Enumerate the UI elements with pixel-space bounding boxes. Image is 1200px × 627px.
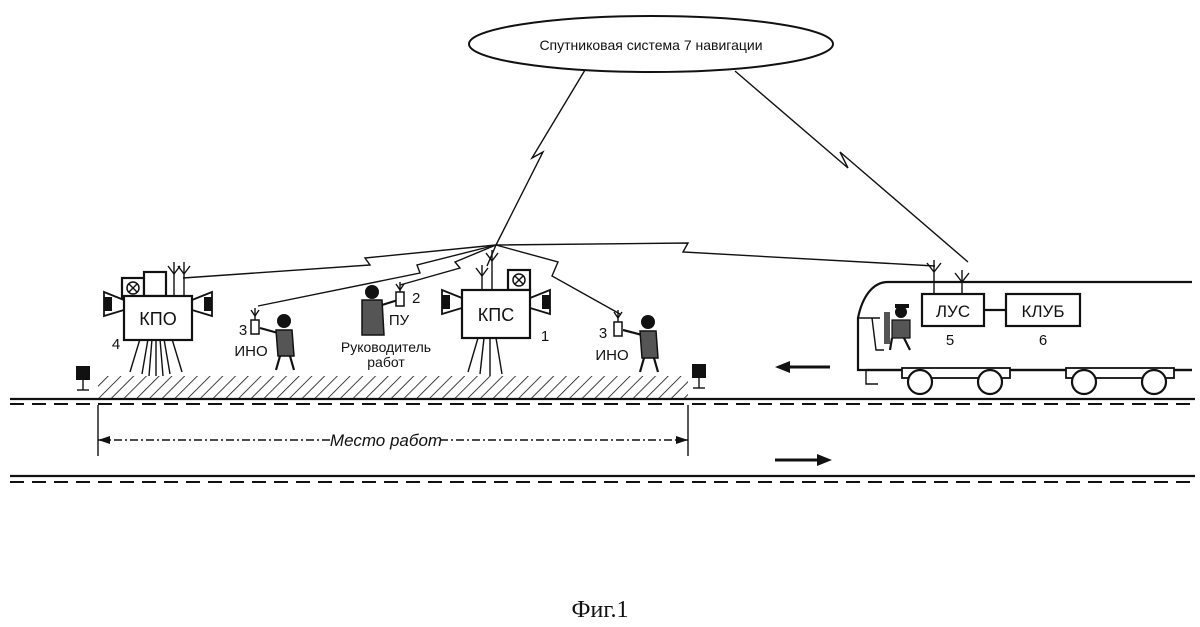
ino-left-number: 3	[239, 322, 247, 339]
kps-number: 1	[541, 328, 549, 345]
link-kps-ino-left	[257, 244, 497, 307]
satellite-label: Спутниковая система 7 навигации	[539, 37, 762, 53]
link-kps-kpo	[182, 244, 497, 279]
ino-worker-right: 3 ИНО	[595, 310, 660, 373]
satellite-system: Спутниковая система 7 навигации	[468, 15, 834, 73]
signal-marker-left	[76, 366, 90, 391]
link-satellite-kps	[495, 69, 586, 246]
work-zone-label: Место работ	[330, 431, 442, 450]
ino-left-label: ИНО	[234, 343, 267, 360]
radio-links	[182, 69, 969, 315]
manager-title-line1: Руководитель	[341, 339, 431, 355]
kpo-label: КПО	[139, 309, 176, 329]
signal-marker-right	[692, 364, 706, 389]
ino-worker-left: 3 ИНО	[234, 308, 296, 371]
direction-arrow-right	[775, 454, 832, 466]
link-kps-ino-right	[495, 244, 621, 315]
figure-caption: Фиг.1	[572, 597, 629, 623]
link-kps-locomotive	[495, 242, 936, 267]
klub-label: КЛУБ	[1021, 302, 1064, 321]
track-lower	[10, 474, 1195, 483]
direction-arrow-left	[775, 361, 830, 373]
kps-label: КПС	[478, 305, 514, 325]
track-upper	[10, 397, 1195, 405]
manager-title-line2: работ	[367, 354, 405, 370]
work-manager: 2 ПУ Руководитель работ	[341, 282, 431, 370]
klub-number: 6	[1039, 332, 1047, 349]
work-zone: Место работ	[97, 376, 689, 456]
locomotive: ЛУС КЛУБ 5 6	[856, 260, 1192, 396]
kpo-number: 4	[112, 336, 120, 353]
bogie-front	[901, 367, 1011, 396]
bogie-rear	[1065, 367, 1175, 396]
ino-right-label: ИНО	[595, 347, 628, 364]
link-kps-pu	[399, 244, 497, 286]
driver-figure	[884, 304, 911, 351]
pu-label: ПУ	[389, 312, 410, 329]
lus-number: 5	[946, 332, 954, 349]
link-satellite-locomotive	[734, 70, 969, 263]
ino-right-number: 3	[599, 325, 607, 342]
kpo-device: КПО 4	[103, 262, 213, 377]
pu-number: 2	[412, 290, 420, 307]
kps-device: КПС 1	[441, 250, 551, 376]
lus-label: ЛУС	[936, 302, 970, 321]
